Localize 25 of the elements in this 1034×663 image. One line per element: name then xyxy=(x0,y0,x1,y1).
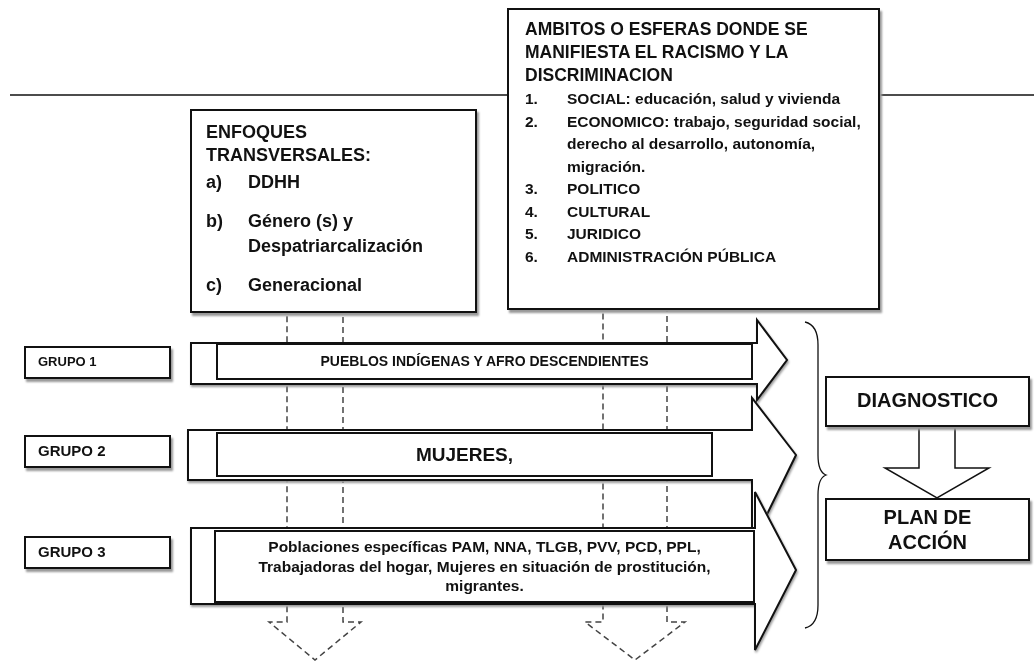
population-label: MUJERES, xyxy=(414,442,515,467)
stage-box: PLAN DE ACCIÓN xyxy=(825,498,1030,561)
group-label: GRUPO 1 xyxy=(24,346,171,379)
list-item: a) DDHH xyxy=(206,170,301,194)
box-heading: AMBITOS O ESFERAS DONDE SE MANIFIESTA EL RACISMO Y LA DISCRIMINACION xyxy=(525,18,809,87)
list-item: 4. CULTURAL xyxy=(525,201,652,222)
list-item: 2. ECONOMICO: trabajo, seguridad social, derecho al desarrollo, autonomía, migración. xyxy=(525,111,862,177)
list-item: b) Género (s) y Despatriarcalización xyxy=(206,209,425,259)
list-item: 3. POLITICO xyxy=(525,179,642,200)
list-item: 6. ADMINISTRACIÓN PÚBLICA xyxy=(525,246,778,267)
stage-box: DIAGNOSTICO xyxy=(825,376,1030,427)
list-item: 1. SOCIAL: educación, salud y vivienda xyxy=(525,89,842,110)
arrow-banner xyxy=(188,398,796,528)
list-item: c) Generacional xyxy=(206,274,364,298)
arrow-banner xyxy=(191,320,787,400)
group-label: GRUPO 3 xyxy=(24,536,171,569)
block-arrow xyxy=(882,426,992,499)
arrow-banner xyxy=(191,492,796,650)
list-item: 5. JURIDICO xyxy=(525,224,643,245)
population-label: PUEBLOS INDÍGENAS Y AFRO DESCENDIENTES xyxy=(319,351,650,371)
text-box xyxy=(190,109,477,313)
population-label: Poblaciones específicas PAM, NNA, TLGB, PVV, PCD, PPL, Trabajadoras del hogar, Mujeres en situación de prostitución, migrantes. xyxy=(257,537,712,597)
box-heading: ENFOQUES TRANSVERSALES: xyxy=(206,121,372,168)
text-box xyxy=(507,8,880,310)
group-label: GRUPO 2 xyxy=(24,435,171,468)
